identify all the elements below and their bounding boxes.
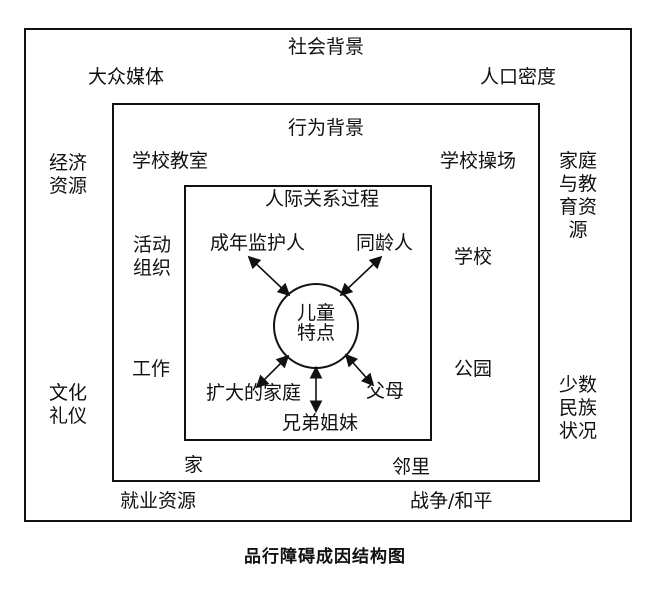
outer-top-right-label: 人口密度 [480,66,557,88]
figure-caption: 品行障碍成因结构图 [244,547,406,567]
arrow-to-adult-guardian [247,255,291,297]
outer-title: 社会背景 [287,36,365,58]
middle-top-left-label: 学校教室 [132,150,209,172]
outer-box-social-background [24,28,632,522]
core-label-line2: 特点 [296,322,335,344]
outer-bottom-right-label: 战争/和平 [410,490,493,512]
middle-right-lower-label: 公园 [454,358,493,380]
middle-bottom-right-label: 邻里 [392,456,431,478]
inner-box-interpersonal-process [184,185,432,441]
arrow-to-parents [344,353,375,387]
middle-left-upper-label: 活动 组织 [132,234,171,279]
arrow-to-peers [339,255,383,297]
middle-title: 行为背景 [287,117,365,139]
middle-bottom-left-label: 家 [184,454,204,476]
outer-right-lower-label: 少数 民族 状况 [558,374,597,442]
middle-top-right-label: 学校操场 [440,150,517,172]
outer-left-upper-label: 经济 资源 [48,152,87,197]
outer-left-lower-label: 文化 礼仪 [48,382,87,427]
middle-right-upper-label: 学校 [454,246,493,268]
middle-box-behavioral-background [112,103,540,482]
inner-top-left-label: 成年监护人 [210,232,306,254]
inner-title: 人际关系过程 [264,188,380,210]
arrow-to-extended-family [255,354,290,389]
middle-left-lower-label: 工作 [132,358,171,380]
outer-right-upper-label: 家庭 与教 育资 源 [558,150,597,241]
core-label-line1: 儿童 [296,302,335,324]
inner-bottom-left-label: 扩大的家庭 [206,382,302,404]
outer-bottom-left-label: 就业资源 [120,490,197,512]
outer-top-left-label: 大众媒体 [88,66,165,88]
inner-bottom-right-label: 父母 [366,380,405,402]
inner-top-right-label: 同龄人 [356,232,414,254]
inner-bottom-label: 兄弟姐妹 [281,412,359,434]
